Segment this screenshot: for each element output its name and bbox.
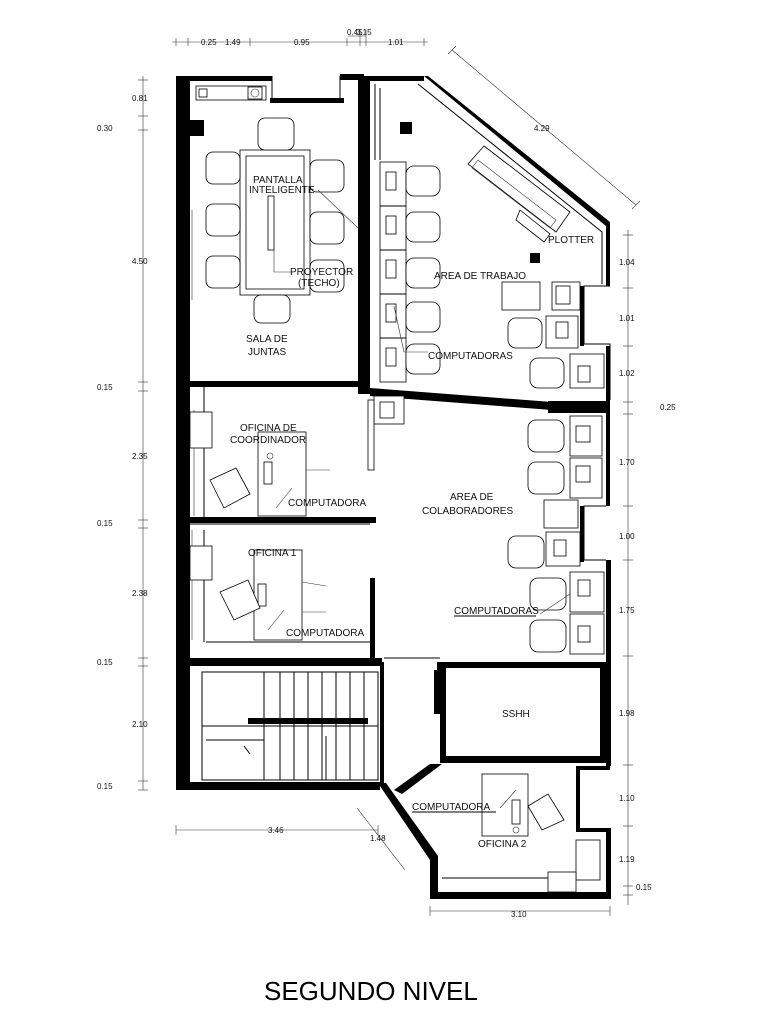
label-computadora-of2: COMPUTADORA xyxy=(412,802,490,813)
left-dimension-line: 0.81 0.30 4.50 0.15 2.35 0.15 2.38 0.15 … xyxy=(97,76,148,791)
dim-left-8: 2.10 xyxy=(132,720,148,729)
wall-details xyxy=(186,84,540,643)
label-oficina-coord-1: OFICINA DE xyxy=(240,423,297,434)
stairs xyxy=(201,670,440,781)
dim-left-1: 0.30 xyxy=(97,124,113,133)
oficina-1: OFICINA 1 COMPUTADORA xyxy=(189,545,364,641)
dim-top-3: 0.45 xyxy=(347,28,363,37)
label-sala: SALA DE xyxy=(246,334,288,345)
work-chair xyxy=(405,343,441,375)
label-juntas: JUNTAS xyxy=(248,347,286,358)
dim-bottom-1: 1.48 xyxy=(370,834,386,843)
diagonal-dimension: 4.29 xyxy=(447,45,641,210)
work-chair xyxy=(507,317,543,349)
work-chair xyxy=(405,165,441,197)
label-sshh: SSHH xyxy=(502,709,530,720)
label-computadoras-1: COMPUTADORAS xyxy=(428,351,513,362)
dim-right-9: 1.19 xyxy=(619,855,635,864)
work-chair xyxy=(529,619,567,653)
label-oficina1: OFICINA 1 xyxy=(248,548,297,559)
label-computadora-coord: COMPUTADORA xyxy=(288,498,366,509)
dim-left-2: 4.50 xyxy=(132,257,148,266)
label-techo: (TECHO) xyxy=(298,278,340,289)
dim-right-10: 0.15 xyxy=(636,883,652,892)
dim-left-4: 2.35 xyxy=(132,452,148,461)
dim-top-4: 0.15 xyxy=(356,28,372,37)
dim-bottom-2: 3.10 xyxy=(511,910,527,919)
top-fixtures xyxy=(195,85,267,101)
dim-right-1: 1.01 xyxy=(619,314,635,323)
dim-right-6: 1.75 xyxy=(619,606,635,615)
work-chair xyxy=(405,257,441,289)
desk-row xyxy=(379,161,407,383)
plotter: PLOTTER xyxy=(467,145,594,246)
work-chair xyxy=(529,577,567,611)
label-proyector: PROYECTOR xyxy=(290,267,353,278)
work-chair xyxy=(527,461,565,495)
sala-de-juntas: PANTALLA INTELIGENTE PROYECTOR (TECHO) S… xyxy=(205,117,359,358)
work-chair xyxy=(527,419,565,453)
dim-left-5: 0.15 xyxy=(97,519,113,528)
label-oficina-coord-2: COORDINADOR xyxy=(230,435,306,446)
top-dimension-line: 0.25 1.49 0.95 0.45 0.15 1.01 xyxy=(172,28,428,47)
work-chair xyxy=(405,211,441,243)
label-computadoras-2: COMPUTADORAS xyxy=(454,606,539,617)
label-pantalla: PANTALLA xyxy=(253,175,303,186)
meeting-chair xyxy=(309,259,345,293)
walls xyxy=(176,74,611,899)
dim-right-7: 1.98 xyxy=(619,709,635,718)
dim-left-7: 0.15 xyxy=(97,658,113,667)
dim-left-6: 2.38 xyxy=(132,589,148,598)
label-plotter: PLOTTER xyxy=(548,235,594,246)
dim-top-0: 0.25 xyxy=(201,38,217,47)
work-chair xyxy=(507,535,545,569)
dim-right-8: 1.10 xyxy=(619,794,635,803)
label-computadora-of1: COMPUTADORA xyxy=(286,628,364,639)
smart-screen xyxy=(267,195,275,251)
center-fixture xyxy=(367,395,405,471)
label-area-colab-1: AREA DE xyxy=(450,492,494,503)
work-chair xyxy=(529,357,565,389)
dim-bottom-0: 3.46 xyxy=(268,826,284,835)
label-oficina2: OFICINA 2 xyxy=(478,839,527,850)
dim-right-4: 1.70 xyxy=(619,458,635,467)
dim-top-5: 1.01 xyxy=(388,38,404,47)
meeting-chair xyxy=(253,294,291,324)
dim-right-2: 1.02 xyxy=(619,369,635,378)
dim-left-3: 0.15 xyxy=(97,383,113,392)
meeting-chair xyxy=(309,211,345,245)
oficina-2: COMPUTADORA OFICINA 2 xyxy=(412,773,601,893)
meeting-chair xyxy=(257,117,295,151)
meeting-chair xyxy=(205,151,241,185)
right-workstations: COMPUTADORAS xyxy=(454,281,605,655)
right-dimension-line: 1.04 1.01 1.02 0.25 1.70 1.00 1.75 1.98 … xyxy=(619,230,676,905)
dim-right-5: 1.00 xyxy=(619,532,635,541)
meeting-chair xyxy=(309,159,345,193)
bottom-dimension-lines: 3.46 1.48 3.10 xyxy=(175,807,611,919)
dim-top-2: 0.95 xyxy=(294,38,310,47)
work-chair xyxy=(405,301,441,333)
area-de-trabajo: COMPUTADORAS AREA DE TRABAJO xyxy=(379,161,526,383)
dim-diagonal: 4.29 xyxy=(534,124,550,133)
oficina-coordinador: OFICINA DE COORDINADOR COMPUTADORA xyxy=(189,411,366,517)
meeting-chair xyxy=(205,255,241,289)
dim-top-1: 1.49 xyxy=(225,38,241,47)
label-area-colab-2: COLABORADORES xyxy=(422,506,513,517)
page-title: SEGUNDO NIVEL xyxy=(264,976,478,1006)
dim-left-9: 0.15 xyxy=(97,782,113,791)
dim-right-3: 0.25 xyxy=(660,403,676,412)
meeting-chair xyxy=(205,203,241,237)
label-inteligente: INTELIGENTE xyxy=(249,185,315,196)
dim-left-0: 0.81 xyxy=(132,94,148,103)
dim-right-0: 1.04 xyxy=(619,258,635,267)
label-area-trabajo: AREA DE TRABAJO xyxy=(434,271,526,282)
